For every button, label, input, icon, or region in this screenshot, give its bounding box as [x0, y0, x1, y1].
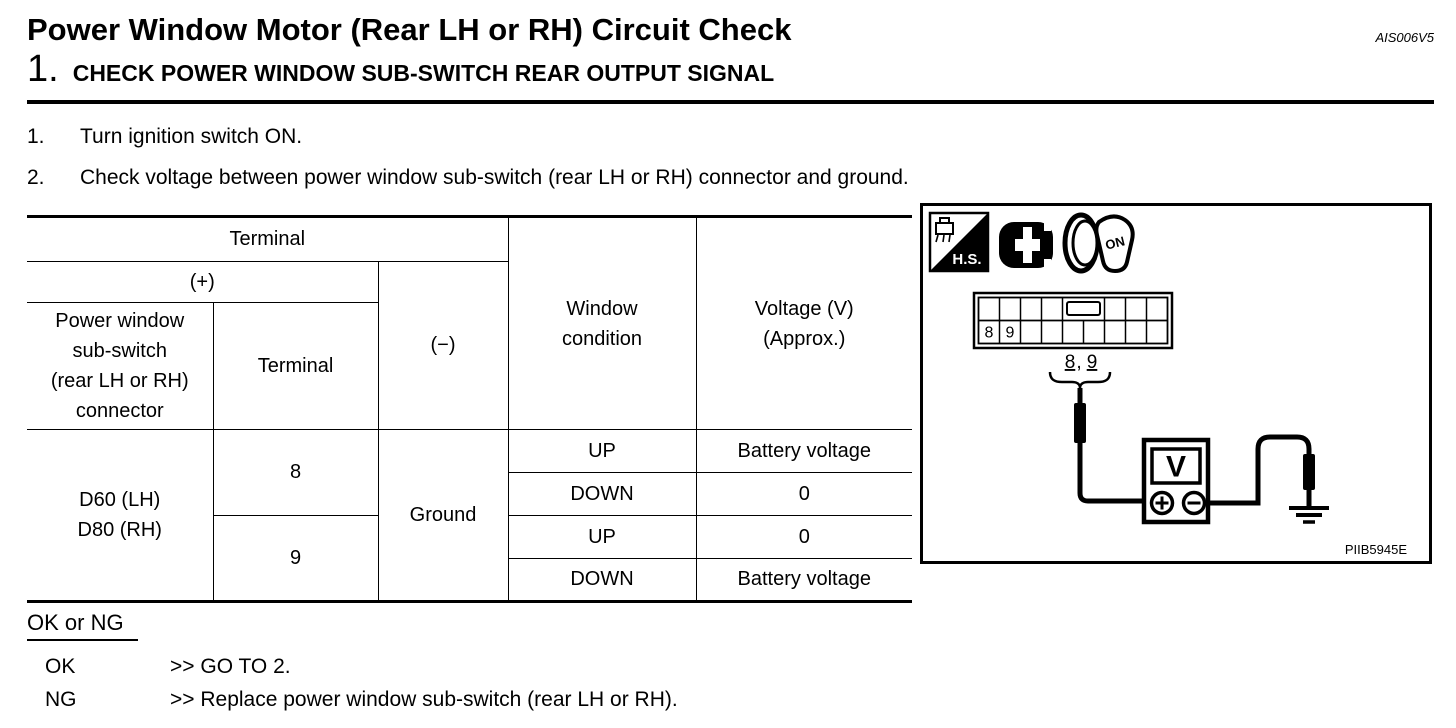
voltage-value-cell: 0: [695, 515, 912, 559]
hs-icon: H.S.: [928, 211, 990, 273]
instruction-text: Turn ignition switch ON.: [80, 125, 303, 148]
ignition-key-on-icon: ON: [1062, 212, 1135, 274]
instruction-item: 1. Turn ignition switch ON.: [27, 124, 909, 150]
ground-cell: Ground: [377, 429, 509, 602]
plus-header: (+): [27, 261, 379, 303]
result-row-ok: OK >> GO TO 2.: [27, 650, 678, 683]
header-line: Voltage (V): [754, 297, 854, 320]
probe-handle: [1303, 454, 1315, 490]
header-line: (rear LH or RH): [50, 370, 189, 392]
callout-9: 9: [1087, 352, 1098, 373]
table-row: (+) (−): [27, 261, 912, 430]
result-action: >> GO TO 2.: [170, 655, 291, 678]
heading-divider: [27, 100, 1434, 104]
window-condition-header: Window condition: [507, 216, 697, 430]
procedure-step-title: CHECK POWER WINDOW SUB-SWITCH REAR OUTPU…: [72, 60, 775, 86]
disconnect-connector-icon: [999, 222, 1053, 268]
voltage-value-cell: 0: [695, 472, 912, 516]
result-label: OK: [45, 655, 76, 678]
table-row: DOWN 0: [27, 472, 912, 516]
document-code: AIS006V5: [1375, 30, 1434, 45]
connector-id-cell: D60 (LH) D80 (RH): [27, 429, 214, 602]
terminal-column-header: Terminal: [212, 302, 379, 430]
header-line: condition: [561, 327, 643, 350]
table-row: 9 UP 0: [27, 515, 912, 602]
result-action: >> Replace power window sub-switch (rear…: [170, 688, 678, 711]
terminal-8-cell: 8: [212, 429, 379, 516]
terminal-group-header: Terminal: [27, 216, 509, 262]
connector-icon: [935, 217, 954, 243]
result-label: NG: [45, 688, 77, 711]
instruction-number: 2.: [27, 166, 45, 189]
results-section: OK or NG OK >> GO TO 2. NG >> Replace po…: [27, 610, 678, 716]
window-condition-cell: DOWN: [507, 472, 697, 516]
probe-handle: [1074, 403, 1086, 443]
ground-symbol-icon: [1289, 506, 1329, 524]
minus-header: (−): [377, 261, 509, 430]
negative-terminal-icon: [1181, 490, 1207, 516]
measurement-figure: H.S. ON: [920, 203, 1432, 564]
ground-wire: [1204, 434, 1329, 524]
connector-id-line: D60 (LH): [79, 489, 161, 511]
callout-8: 8: [1065, 352, 1076, 373]
brace: [1048, 371, 1112, 389]
figure-code: PIIB5945E: [1345, 542, 1407, 557]
header-line: (Approx.): [763, 327, 846, 350]
voltmeter-label: V: [1166, 451, 1186, 484]
pin-9-label: 9: [1006, 325, 1015, 342]
measurement-diagram: H.S. ON: [928, 211, 1407, 557]
voltage-spec-table: Terminal Window condition Voltage (V) (A…: [27, 215, 912, 603]
results-heading: OK or NG: [27, 610, 138, 641]
instruction-item: 2. Check voltage between power window su…: [27, 165, 909, 191]
procedure-step-number: 1.: [27, 48, 59, 90]
instruction-number: 1.: [27, 125, 45, 148]
voltmeter-icon: V: [1141, 437, 1211, 525]
voltage-value-cell: Battery voltage: [695, 429, 912, 473]
voltage-value-cell: Battery voltage: [695, 558, 912, 602]
callout-comma: ,: [1076, 352, 1081, 373]
header-line: Window: [566, 297, 638, 320]
page-title: Power Window Motor (Rear LH or RH) Circu…: [27, 12, 792, 47]
pins-callout: 8 , 9: [1048, 352, 1112, 389]
procedure-step-heading: 1. CHECK POWER WINDOW SUB-SWITCH REAR OU…: [27, 48, 774, 91]
connector-column-header: Power window sub-switch (rear LH or RH) …: [27, 302, 214, 430]
positive-probe-wire: [1074, 388, 1144, 504]
instruction-text: Check voltage between power window sub-s…: [80, 166, 909, 189]
window-condition-cell: DOWN: [507, 558, 697, 602]
pin-8-label: 8: [985, 325, 994, 342]
voltage-spec-table-wrap: Terminal Window condition Voltage (V) (A…: [27, 215, 912, 603]
connector-id-line: D80 (RH): [77, 519, 162, 541]
connector-latch-slot: [1066, 301, 1101, 316]
positive-terminal-icon: [1149, 490, 1175, 516]
key-position-label: ON: [1104, 233, 1127, 252]
voltage-header: Voltage (V) (Approx.): [695, 216, 912, 430]
header-line: Power window: [55, 310, 185, 332]
instruction-list: 1. Turn ignition switch ON. 2. Check vol…: [27, 124, 909, 206]
table-row: D60 (LH) D80 (RH) 8 Ground UP Battery vo…: [27, 429, 912, 602]
terminal-9-cell: 9: [212, 515, 379, 602]
result-row-ng: NG >> Replace power window sub-switch (r…: [27, 683, 678, 716]
table-row: DOWN Battery voltage: [27, 558, 912, 602]
window-condition-cell: UP: [507, 429, 697, 473]
table-row: Terminal Window condition Voltage (V) (A…: [27, 216, 912, 430]
connector-pinout: 8 9: [972, 291, 1174, 350]
hs-icon-label: H.S.: [952, 251, 981, 268]
header-line: sub-switch: [72, 340, 167, 362]
header-line: connector: [75, 400, 164, 422]
window-condition-cell: UP: [507, 515, 697, 559]
